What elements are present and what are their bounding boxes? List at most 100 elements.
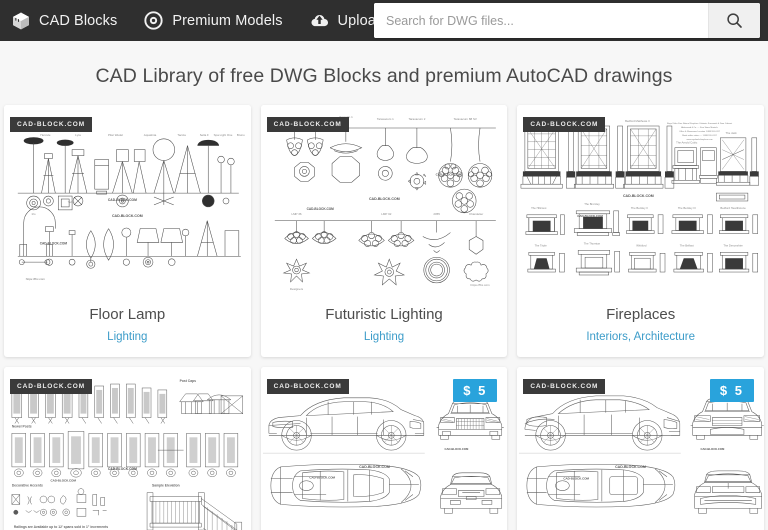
nav-cad-blocks-label: CAD Blocks — [39, 12, 118, 29]
svg-text:The Bromley: The Bromley — [585, 202, 601, 206]
svg-text:Newel Posts: Newel Posts — [12, 424, 32, 428]
svg-text:Chandelier: Chandelier — [469, 212, 483, 216]
card-thumbnail: CAD-BLOCK.COM $ 5 — [517, 367, 764, 530]
svg-text:CAD-BLOCK.COM: CAD-BLOCK.COM — [50, 479, 76, 483]
svg-text:CAD-BLOCK.COM: CAD-BLOCK.COM — [435, 172, 461, 176]
svg-text:Royal Oaks Fine Natural Firepl: Royal Oaks Fine Natural Fireplace Cabine… — [667, 122, 732, 125]
svg-text:CAD-BLOCK.COM: CAD-BLOCK.COM — [306, 207, 334, 211]
price-badge: $ 5 — [453, 379, 498, 402]
card-futuristic-lighting[interactable]: CAD-BLOCK.COM — [260, 105, 508, 357]
watermark-label: CAD-BLOCK.COM — [266, 379, 349, 394]
svg-text:The Bentley II: The Bentley II — [631, 206, 648, 210]
svg-text:Lamp: Lamp — [119, 198, 127, 202]
drawing-balusters: Balusters Post Caps Newel Posts Decorati… — [11, 379, 244, 530]
cad-blocks-grid: CAD-BLOCK.COM — [0, 105, 768, 530]
svg-text:Office & Showroom Location 1.8: Office & Showroom Location 1.888.555.011… — [679, 130, 721, 133]
card-info: Floor Lamp Lighting — [4, 295, 251, 357]
card-thumbnail: CAD-BLOCK.COM — [260, 105, 508, 295]
svg-text:CAD-BLOCK.COM: CAD-BLOCK.COM — [564, 477, 590, 481]
card-title: Floor Lamp — [89, 306, 166, 323]
svg-text:The Jack: The Jack — [726, 131, 738, 135]
svg-text:LMP 36: LMP 36 — [291, 212, 301, 216]
svg-text:CAD-BLOCK.COM: CAD-BLOCK.COM — [40, 241, 68, 245]
card-title: Futuristic Lighting — [325, 306, 443, 323]
svg-text:https://fbx.com: https://fbx.com — [470, 283, 490, 287]
svg-text:Sample Elevation: Sample Elevation — [152, 484, 180, 488]
card-category-link[interactable]: Lighting — [363, 331, 405, 343]
svg-text:CAD-BLOCK.COM: CAD-BLOCK.COM — [309, 476, 335, 480]
cloud-upload-icon — [309, 10, 330, 31]
svg-text:Bruno: Bruno — [237, 133, 245, 137]
drawing-futuristic-lighting: Vertula Zeppelin 1 Taraxacum 1 Taraxacum… — [274, 115, 496, 291]
svg-text:Railings are Available up to 1: Railings are Available up to 12' spans s… — [14, 525, 108, 529]
svg-text:CAD-BLOCK.COM: CAD-BLOCK.COM — [108, 198, 137, 202]
svg-text:The Devonshire: The Devonshire — [724, 243, 744, 247]
svg-text:Bedford Matthews II: Bedford Matthews II — [625, 119, 650, 123]
card-category-link[interactable]: Lighting — [107, 331, 148, 343]
card-suv-car-a[interactable]: CAD-BLOCK.COM $ 5 — [260, 367, 508, 530]
page-title: CAD Library of free DWG Blocks and premi… — [95, 65, 673, 87]
svg-text:CAD-BLOCK.COM: CAD-BLOCK.COM — [623, 194, 654, 198]
search-input[interactable] — [374, 3, 708, 38]
card-info: Futuristic Lighting Lighting — [261, 295, 508, 357]
svg-text:CAD-BLOCK.COM: CAD-BLOCK.COM — [108, 467, 137, 471]
svg-text:Whitford: Whitford — [637, 243, 648, 247]
card-balusters[interactable]: CAD-BLOCK.COM — [4, 367, 251, 530]
watermark-label: CAD-BLOCK.COM — [266, 117, 349, 132]
svg-text:CAD-BLOCK.COM: CAD-BLOCK.COM — [615, 465, 646, 469]
svg-text:Sella F: Sella F — [200, 133, 209, 137]
svg-text:Taraxacum 88 SV: Taraxacum 88 SV — [453, 117, 476, 121]
svg-text:Pilar Wedel: Pilar Wedel — [108, 133, 123, 137]
svg-text:The Arnold Cubic: The Arnold Cubic — [676, 141, 698, 145]
svg-text:CAD-BLOCK.COM: CAD-BLOCK.COM — [359, 465, 390, 469]
svg-text:www.royaloaksfireplace.com: www.royaloaksfireplace.com — [687, 139, 713, 141]
nav-premium-models[interactable]: Premium Models — [143, 10, 296, 31]
card-thumbnail: CAD-BLOCK.COM — [517, 105, 764, 295]
watermark-label: CAD-BLOCK.COM — [523, 379, 606, 394]
svg-text:Bedford Hearthstone: Bedford Hearthstone — [721, 206, 747, 210]
svg-text:2055: 2055 — [433, 212, 440, 216]
svg-text:The Hillcrest: The Hillcrest — [531, 206, 547, 210]
svg-text:Lyra: Lyra — [75, 133, 81, 137]
card-thumbnail: CAD-BLOCK.COM — [4, 105, 251, 295]
svg-text:Alderwood & Co. — Fine Stone M: Alderwood & Co. — Fine Stone Mantels — [682, 126, 718, 129]
svg-text:Taraxacum 1: Taraxacum 1 — [377, 117, 394, 121]
svg-text:LMP 92: LMP 92 — [381, 212, 391, 216]
card-thumbnail: CAD-BLOCK.COM — [4, 367, 251, 530]
nav-cad-blocks[interactable]: CAD Blocks — [10, 10, 131, 31]
watermark-label: CAD-BLOCK.COM — [10, 117, 93, 132]
search-bar — [374, 3, 760, 38]
search-button[interactable] — [708, 3, 760, 38]
svg-text:https://fbx.com: https://fbx.com — [26, 277, 46, 281]
card-floor-lamp[interactable]: CAD-BLOCK.COM — [4, 105, 251, 357]
nav-premium-models-label: Premium Models — [172, 12, 283, 29]
svg-text:Made within states — 1.888.555: Made within states — 1.888.555.0117 — [683, 134, 718, 137]
drawing-fireplaces: Nova Bedford Matthews II The Arnold Cubi… — [521, 119, 760, 276]
svg-text:The Belfast: The Belfast — [680, 243, 694, 247]
svg-text:CAD-BLOCK.COM: CAD-BLOCK.COM — [701, 447, 726, 451]
watermark-label: CAD-BLOCK.COM — [10, 379, 93, 394]
search-icon — [725, 11, 744, 30]
svg-text:Designers: Designers — [290, 287, 304, 291]
svg-text:Taccia: Taccia — [177, 133, 186, 137]
card-title: Fireplaces — [606, 306, 676, 323]
svg-text:Spa Light One: Spa Light One — [214, 133, 233, 137]
card-thumbnail: CAD-BLOCK.COM $ 5 — [260, 367, 508, 530]
svg-text:CAD-BLOCK.COM: CAD-BLOCK.COM — [112, 214, 143, 218]
card-category-link[interactable]: Interiors, Architecture — [586, 331, 695, 343]
card-fireplaces[interactable]: CAD-BLOCK.COM — [517, 105, 764, 357]
svg-text:CAD-BLOCK.COM: CAD-BLOCK.COM — [578, 214, 604, 218]
svg-text:Iris: Iris — [32, 212, 36, 216]
svg-text:The Bentley III: The Bentley III — [678, 206, 696, 210]
card-suv-car-b[interactable]: CAD-BLOCK.COM $ 5 — [517, 367, 764, 530]
svg-text:CAD-BLOCK.COM: CAD-BLOCK.COM — [444, 447, 469, 451]
svg-text:Tube: Tube — [68, 200, 75, 204]
svg-text:Aquatinta: Aquatinta — [144, 133, 157, 137]
top-navigation-bar: CAD Blocks Premium Models Upload File — [0, 0, 768, 41]
svg-text:Taraxacum 2: Taraxacum 2 — [408, 117, 425, 121]
svg-text:Post Caps: Post Caps — [180, 379, 196, 383]
svg-text:Hercule: Hercule — [40, 133, 50, 137]
card-info: Fireplaces Interiors, Architecture — [517, 295, 764, 357]
cube-icon — [10, 10, 31, 31]
svg-text:Decorative Accents: Decorative Accents — [12, 484, 43, 488]
